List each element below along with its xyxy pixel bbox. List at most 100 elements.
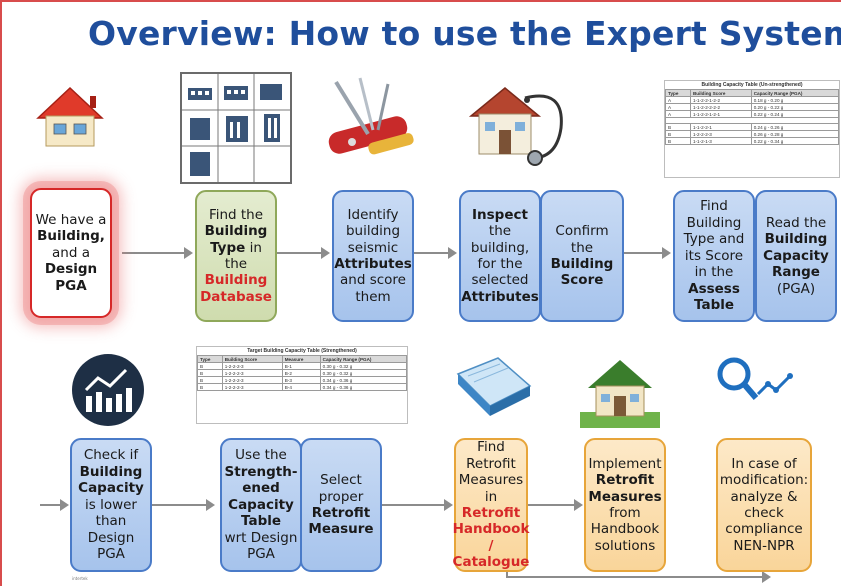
step-modification-compliance: In case of modification: analyze & check… (716, 438, 812, 572)
step-keyword: Building Type (204, 223, 268, 256)
table-cell: B (665, 123, 691, 131)
flow-arrow-head (662, 247, 671, 259)
green-house-icon (580, 360, 660, 428)
step-text: from Handbook solutions (590, 505, 660, 554)
return-arrow (506, 576, 762, 578)
table-cell: A (665, 110, 691, 118)
table-row: B 1-2-2-2-3 B-4 0.34 g - 0.36 g (197, 383, 408, 391)
step-text: Read the (765, 214, 827, 231)
step-text: (PGA) (776, 280, 816, 297)
step-find-retrofit-measures: Find Retrofit Measures in Retrofit Handb… (452, 438, 530, 572)
building-types-grid-icon (180, 72, 292, 184)
step-text: We have a (35, 211, 107, 228)
step-identify-attributes: Identify building seismic Attributes and… (332, 190, 414, 322)
table-cell: 0.22 g - 0.24 g (750, 110, 840, 118)
step-implement-retrofit: Implement Retrofit Measures from Handboo… (584, 438, 666, 572)
table-row: B 1-2-2-2-3 B-1 0.30 g - 0.32 g (197, 362, 408, 370)
step-keyword: Building, (37, 228, 105, 245)
flow-arrow-head (184, 247, 193, 259)
table-cell: 1-1-2-2-1-2-1 (689, 110, 752, 118)
target-capacity-table: Target Building Capacity Table (Strength… (196, 346, 408, 424)
return-arrow-head (762, 571, 771, 583)
target-table-header: Building Score (221, 355, 283, 363)
step-text: Find Building Type and its Score in the (683, 198, 745, 281)
table-cell: B (197, 369, 223, 377)
table-cell: 1-2-2-2-3 (221, 376, 283, 384)
step-keyword: Retrofit Measures (588, 472, 662, 505)
table-cell: 1-1-2-2-2-2-2 (689, 103, 752, 111)
step-text: Find the (208, 206, 264, 223)
capacity-table-header: Building Score (689, 89, 752, 97)
step-text: and a (52, 244, 90, 261)
step-select-retrofit-measure: Select proper Retrofit Measure (300, 438, 382, 572)
flow-arrow-head (444, 499, 453, 511)
flow-arrow-head (206, 499, 215, 511)
table-row: A 1-1-2-2-2-2-2 0.20 g - 0.22 g (665, 103, 840, 111)
step-have-building: We have a Building, and a Design PGA (30, 188, 112, 318)
table-cell: 0.34 g - 0.36 g (319, 383, 408, 391)
table-row: B 1-2-2-2-3 B-2 0.30 g - 0.32 g (197, 369, 408, 377)
table-row: B 1-2-2-2-3 0.26 g - 0.28 g (665, 130, 840, 138)
house-stethoscope-icon (468, 87, 563, 166)
table-cell: 1-1-2-2-1-2-2 (689, 96, 752, 104)
table-cell: B-4 (281, 383, 321, 391)
step-confirm-score: Confirm the Building Score (540, 190, 624, 322)
table-cell: B-3 (281, 376, 321, 384)
table-cell: A (665, 96, 691, 104)
analysis-magnifier-icon (717, 357, 793, 400)
capacity-table: Building Capacity Table (Un-strengthened… (664, 80, 840, 178)
table-cell: 1-2-2-2-3 (221, 362, 283, 370)
step-text: Implement (588, 455, 662, 472)
table-row: B 1-1-2-1-3 0.22 g - 0.34 g (665, 137, 840, 145)
table-cell: A (665, 103, 691, 111)
step-text: Confirm the (555, 223, 609, 256)
step-keyword-red: Retrofit Handbook / Catalogue (452, 505, 530, 571)
step-text: In case of modification: analyze & check… (719, 455, 809, 554)
flow-arrow-head (448, 247, 457, 259)
step-keyword: Inspect (472, 206, 528, 223)
step-keyword: Building Capacity Range (763, 231, 829, 281)
table-cell: 1-2-2-2-3 (221, 369, 283, 377)
table-cell: B (665, 137, 691, 145)
table-cell: 0.24 g - 0.26 g (750, 123, 840, 131)
flow-arrow (624, 252, 662, 254)
handbook-icon (456, 357, 532, 416)
flow-arrow-head (574, 499, 583, 511)
return-arrow-vertical (506, 568, 508, 578)
table-cell: B-2 (281, 369, 321, 377)
table-cell: 0.34 g - 0.36 g (319, 376, 408, 384)
step-text: Check if (83, 447, 139, 464)
step-keyword: Attributes (461, 288, 539, 305)
bar-chart-icon (72, 354, 144, 426)
flow-arrow (382, 504, 444, 506)
flow-arrow (277, 252, 321, 254)
flow-arrow-head (321, 247, 330, 259)
target-table-title: Target Building Capacity Table (Strength… (247, 348, 357, 354)
flow-arrow (414, 252, 448, 254)
house-icon (36, 86, 104, 147)
table-cell: 0.20 g - 0.22 g (750, 103, 840, 111)
step-find-in-assess-table: Find Building Type and its Score in the … (673, 190, 755, 322)
flow-arrow (122, 252, 184, 254)
step-read-capacity-range: Read the Building Capacity Range (PGA) (755, 190, 837, 322)
table-row: A 1-1-2-2-1-2-1 0.22 g - 0.24 g (665, 110, 840, 118)
table-cell: 1-1-2-2-1 (689, 123, 752, 131)
step-text: Select proper (318, 472, 364, 505)
step-keyword: Retrofit Measure (308, 505, 374, 538)
step-text: in the (224, 239, 262, 272)
step-text: Use the (235, 447, 287, 464)
step-keyword: Assess Table (688, 280, 740, 314)
table-cell: 0.30 g - 0.32 g (319, 369, 408, 377)
step-text: the building, for the selected (470, 223, 530, 289)
table-cell: 0.18 g - 0.20 g (750, 96, 840, 104)
capacity-table-header: Capacity Range (PGA) (750, 89, 840, 97)
step-keyword: Attributes (334, 256, 412, 272)
step-find-building-type: Find the Building Type in the Building D… (195, 190, 277, 322)
step-text: is lower than Design PGA (85, 496, 137, 563)
table-cell: 0.30 g - 0.32 g (319, 362, 408, 370)
footnote: intertek (72, 576, 88, 581)
step-keyword-red: Building Database (200, 272, 272, 305)
page-title: Overview: How to use the Expert System (88, 14, 841, 53)
tools-icon (328, 77, 414, 155)
